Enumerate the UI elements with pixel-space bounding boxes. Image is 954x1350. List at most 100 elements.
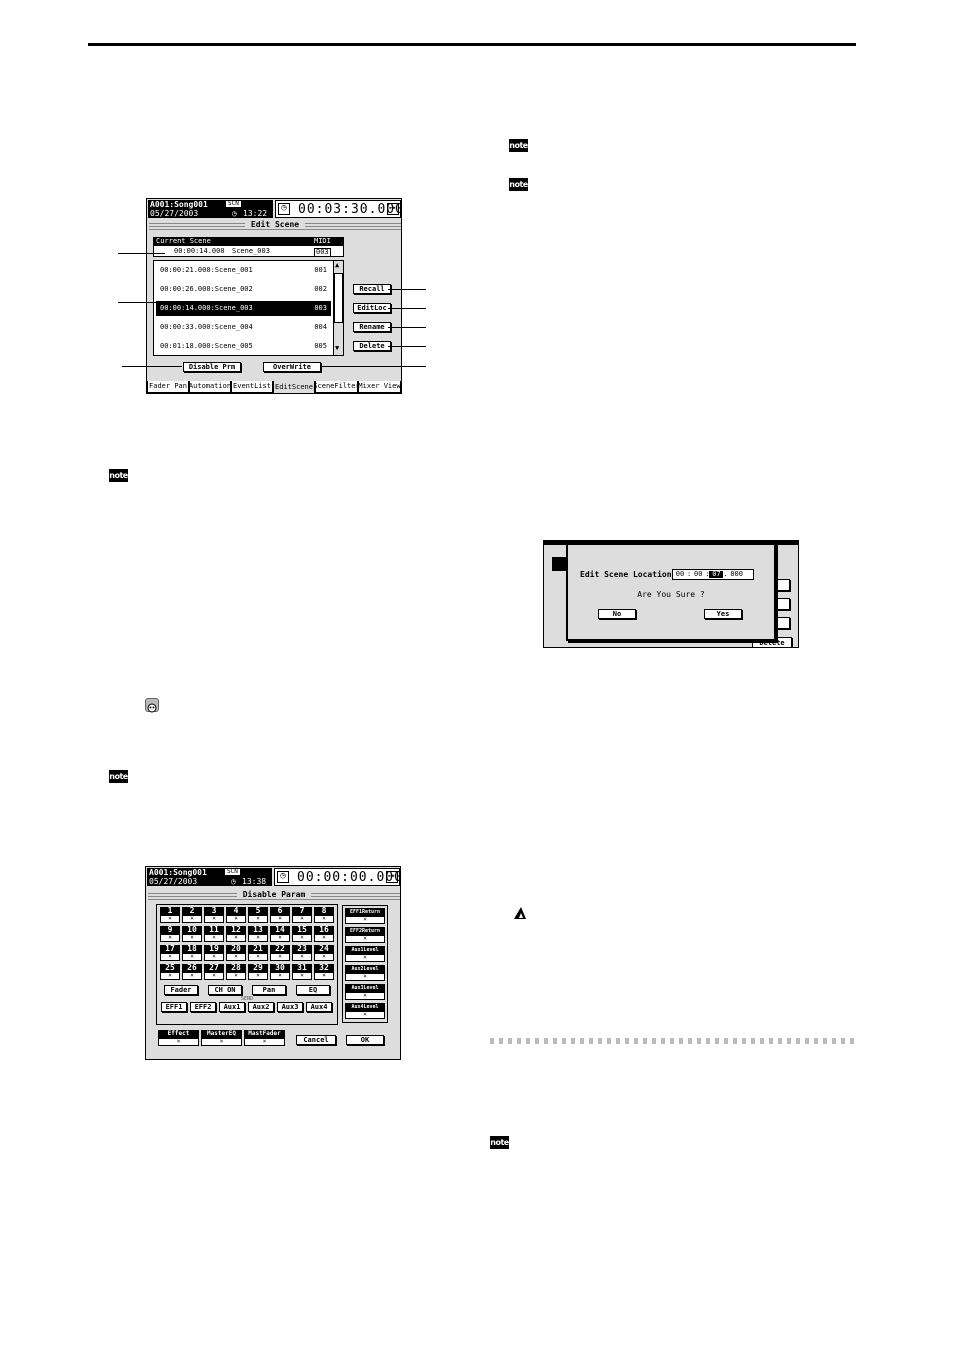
hours-field[interactable]: 00 <box>675 570 685 578</box>
level-toggle[interactable]: × <box>345 954 385 962</box>
seconds-field[interactable]: 07 <box>709 571 724 578</box>
channel-toggle[interactable]: × <box>314 972 334 980</box>
channel-toggle[interactable]: × <box>204 972 224 980</box>
locate-icon[interactable]: ⇥ <box>386 871 398 883</box>
channel-toggle[interactable]: × <box>226 934 246 942</box>
channel-toggle[interactable]: × <box>226 953 246 961</box>
channel-toggle[interactable]: × <box>204 953 224 961</box>
level-toggle[interactable]: × <box>345 992 385 1000</box>
channel-toggle[interactable]: × <box>270 934 290 942</box>
counter-value: 00:00:00.000 <box>297 870 403 885</box>
tab-automation[interactable]: Automation <box>189 381 231 393</box>
scroll-up-icon[interactable]: ▲ <box>335 261 340 269</box>
scroll-thumb[interactable] <box>334 273 343 323</box>
return-toggle[interactable]: × <box>345 916 385 924</box>
channel-toggle[interactable]: × <box>292 915 312 923</box>
channel-toggle[interactable]: × <box>160 953 180 961</box>
minutes-field[interactable]: 00 <box>694 570 703 578</box>
channel-toggle[interactable]: × <box>248 972 268 980</box>
channel-toggle[interactable]: × <box>204 915 224 923</box>
title-bar: Edit Scene <box>149 220 401 231</box>
no-button[interactable]: No <box>598 609 636 619</box>
aux1-button[interactable]: Aux1 <box>219 1002 245 1012</box>
channel-toggle[interactable]: × <box>248 953 268 961</box>
recall-button[interactable]: Recall <box>353 284 391 294</box>
clock-icon: ◷ <box>277 871 289 883</box>
ok-button[interactable]: OK <box>346 1035 384 1045</box>
channel-toggle[interactable]: × <box>292 972 312 980</box>
tab-mixer-view[interactable]: Mixer View <box>358 381 401 393</box>
dialog-screen-fragment: Delete Edit Scene Location: 00: 00: 07. … <box>543 540 799 648</box>
pan-button[interactable]: Pan <box>252 985 286 995</box>
rename-button[interactable]: Rename <box>353 322 391 332</box>
scrollbar[interactable]: ▲ ▼ <box>333 261 343 355</box>
tab-edit-scene[interactable]: EditScene <box>273 381 315 393</box>
row-midi: 005 <box>314 342 327 350</box>
dialog-title: Edit Scene Location: <box>580 570 677 579</box>
channel-toggle[interactable]: × <box>226 972 246 980</box>
channel-toggle[interactable]: × <box>182 972 202 980</box>
cancel-button[interactable]: Cancel <box>296 1035 336 1045</box>
fader-button[interactable]: Fader <box>164 985 198 995</box>
eff1-button[interactable]: EFF1 <box>161 1002 187 1012</box>
edit-loc-button[interactable]: EditLoc <box>353 303 391 313</box>
return-toggle[interactable]: × <box>345 935 385 943</box>
master-param-toggle[interactable]: × <box>244 1038 285 1046</box>
channel-number: 27 <box>204 964 224 972</box>
channel-toggle[interactable]: × <box>270 972 290 980</box>
channel-toggle[interactable]: × <box>160 972 180 980</box>
channel-toggle[interactable]: × <box>248 915 268 923</box>
level-toggle[interactable]: × <box>345 1011 385 1019</box>
tab-fader-pan[interactable]: Fader Pan <box>147 381 189 393</box>
yes-button[interactable]: Yes <box>704 609 742 619</box>
callout-leader <box>118 253 165 254</box>
channel-toggle[interactable]: × <box>160 915 180 923</box>
counter-value: 00:03:30.000 <box>298 202 404 217</box>
channel-toggle[interactable]: × <box>182 953 202 961</box>
channel-toggle[interactable]: × <box>204 934 224 942</box>
current-scene-time: 00:00:14.000 <box>174 247 225 255</box>
channel-toggle[interactable]: × <box>314 915 334 923</box>
eff2-button[interactable]: EFF2 <box>190 1002 216 1012</box>
level-toggle[interactable]: × <box>345 973 385 981</box>
location-input[interactable]: 00: 00: 07. 000 <box>672 569 754 580</box>
tab-event-list[interactable]: EventList <box>231 381 273 393</box>
time-counter: ◷ 00:00:00.000 ⇥ <box>274 868 403 886</box>
channel-toggle[interactable]: × <box>160 934 180 942</box>
master-param-toggle[interactable]: × <box>201 1038 242 1046</box>
channel-toggle[interactable]: × <box>270 915 290 923</box>
header-info: A001:Song001 05/27/2003 SCN ◷ 13:22 <box>148 200 273 218</box>
channel-toggle[interactable]: × <box>182 915 202 923</box>
locate-icon[interactable]: ⇥ <box>387 203 399 215</box>
aux4-button[interactable]: Aux4 <box>306 1002 332 1012</box>
callout-leader <box>388 289 426 290</box>
master-params: Effect× MasterEQ× MastFader× <box>158 1030 286 1050</box>
channel-toggle[interactable]: × <box>314 934 334 942</box>
channel-toggle[interactable]: × <box>314 953 334 961</box>
aux3-button[interactable]: Aux3 <box>277 1002 303 1012</box>
delete-button[interactable]: Delete <box>353 341 391 351</box>
tab-scene-filter[interactable]: SceneFilter <box>313 381 360 393</box>
disable-prm-button[interactable]: Disable Prm <box>183 362 241 372</box>
ch-on-button[interactable]: CH ON <box>208 985 242 995</box>
channel-toggle[interactable]: × <box>182 934 202 942</box>
scroll-down-icon[interactable]: ▼ <box>335 344 340 352</box>
overwrite-button[interactable]: OverWrite <box>263 362 321 372</box>
ms-field[interactable]: 000 <box>730 570 743 578</box>
channel-toggle[interactable]: × <box>292 934 312 942</box>
channel-number: 29 <box>248 964 268 972</box>
channel-toggle[interactable]: × <box>270 953 290 961</box>
channel-toggle[interactable]: × <box>226 915 246 923</box>
channel-toggle[interactable]: × <box>292 953 312 961</box>
song-name: A001:Song001 <box>150 200 208 209</box>
aux2-button[interactable]: Aux2 <box>248 1002 274 1012</box>
master-param-toggle[interactable]: × <box>158 1038 199 1046</box>
channel-toggle[interactable]: × <box>248 934 268 942</box>
eq-button[interactable]: EQ <box>296 985 330 995</box>
